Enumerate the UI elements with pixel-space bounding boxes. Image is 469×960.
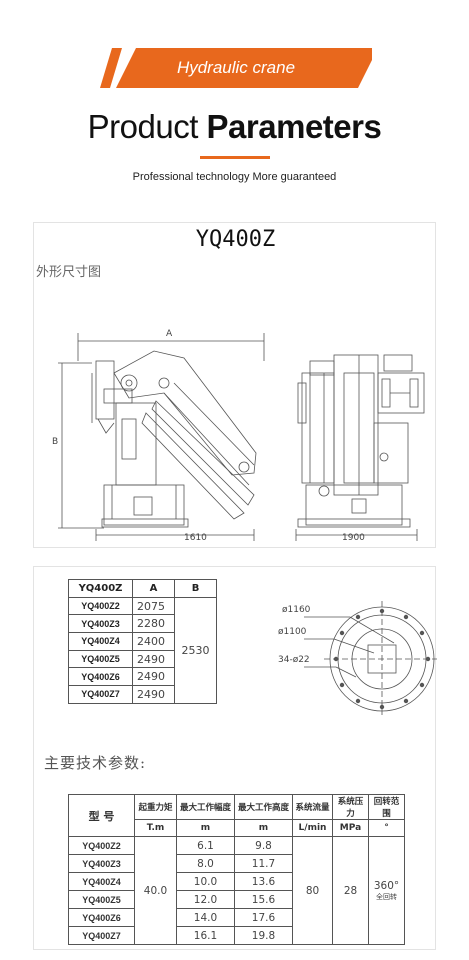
header-banner: Hydraulic crane: [100, 48, 372, 88]
specs-table: 型 号 起重力矩 最大工作幅度 最大工作高度 系统流量 系统压力 回转范围 T.…: [68, 794, 405, 945]
table-row: YQ400Z5 2490: [68, 649, 217, 669]
unit-height: m: [234, 819, 293, 837]
dim-1610-label: 1610: [184, 533, 207, 543]
specs-header-pressure: 系统压力: [332, 794, 369, 820]
outline-section-label: 外形尺寸图: [36, 265, 102, 280]
unit-moment: T.m: [134, 819, 177, 837]
model-title: YQ400Z: [195, 227, 276, 252]
title-underline: [200, 156, 270, 159]
unit-slew: °: [368, 819, 405, 837]
specs-height: 13.6: [234, 872, 293, 891]
table-row: YQ400Z6 14.0 17.6: [68, 908, 405, 927]
specs-header-moment: 起重力矩: [134, 794, 177, 820]
unit-flow: L/min: [292, 819, 333, 837]
table-row: YQ400Z3 2280: [68, 614, 217, 634]
specs-slew: 360°: [373, 879, 400, 892]
specs-height: 15.6: [234, 890, 293, 909]
specs-slew-note: 全回转: [376, 892, 397, 901]
specs-moment: 40.0: [134, 836, 177, 945]
table-row: YQ400Z7 2490: [68, 685, 217, 704]
parameters-panel: YQ400Z A B YQ400Z2 2075 2530 YQ400Z3 228…: [33, 566, 437, 950]
specs-radius: 8.0: [176, 854, 235, 873]
specs-height: 19.8: [234, 926, 293, 945]
table-row: YQ400Z5 12.0 15.6: [68, 890, 405, 909]
specs-radius: 10.0: [176, 872, 235, 891]
subtitle: Professional technology More guaranteed: [132, 171, 337, 183]
base-inner-diameter: ø1100: [278, 627, 307, 637]
dim-1900-label: 1900: [342, 533, 365, 543]
table-row: YQ400Z6 2490: [68, 667, 217, 687]
specs-header-model: 型 号: [68, 794, 135, 837]
dims-a-value: 2280: [132, 614, 175, 634]
outline-drawing-panel: YQ400Z 外形尺寸图: [33, 222, 436, 548]
table-row: YQ400Z2 40.0 6.1 9.8 80 28 360° 全回转: [68, 836, 405, 945]
specs-pressure: 28: [332, 836, 369, 945]
specs-model: YQ400Z5: [68, 890, 135, 909]
specs-header-flow: 系统流量: [292, 794, 333, 820]
specs-header-height: 最大工作高度: [234, 794, 293, 820]
dims-model: YQ400Z7: [68, 685, 133, 704]
table-row: YQ400Z4 2400: [68, 632, 217, 651]
dimensions-table: YQ400Z A B YQ400Z2 2075 2530 YQ400Z3 228…: [68, 579, 217, 704]
specs-height: 11.7: [234, 854, 293, 873]
specs-model: YQ400Z6: [68, 908, 135, 927]
specs-header-radius: 最大工作幅度: [176, 794, 235, 820]
specs-height: 9.8: [234, 836, 293, 855]
dims-a-value: 2490: [132, 685, 175, 704]
dims-a-value: 2490: [132, 649, 175, 669]
unit-radius: m: [176, 819, 235, 837]
specs-flow: 80: [292, 836, 333, 945]
dims-a-value: 2400: [132, 632, 175, 651]
page-title: Product Parameters: [0, 108, 469, 146]
specs-model: YQ400Z7: [68, 926, 135, 945]
specs-section-title: 主要技术参数:: [44, 754, 147, 772]
specs-height: 17.6: [234, 908, 293, 927]
specs-radius: 16.1: [176, 926, 235, 945]
specs-radius: 14.0: [176, 908, 235, 927]
banner-shape: [100, 48, 372, 88]
specs-radius: 6.1: [176, 836, 235, 855]
specs-radius: 12.0: [176, 890, 235, 909]
dims-b-value: 2530: [174, 596, 217, 704]
specs-model: YQ400Z3: [68, 854, 135, 873]
dim-a-label: A: [166, 329, 173, 339]
table-row: YQ400Z7 16.1 19.8: [68, 926, 405, 945]
banner-label: Hydraulic crane: [176, 58, 296, 77]
dim-b-label: B: [52, 437, 59, 447]
table-row: YQ400Z2 2075 2530: [68, 596, 217, 704]
unit-pressure: MPa: [332, 819, 369, 837]
crane-drawing: [58, 333, 425, 541]
table-row: YQ400Z4 10.0 13.6: [68, 872, 405, 891]
dims-a-value: 2075: [132, 596, 175, 616]
base-ring-drawing: [304, 601, 437, 717]
specs-slew-cell: 360° 全回转: [368, 836, 405, 945]
title-bold: Parameters: [206, 108, 382, 145]
specs-header-slew: 回转范围: [368, 794, 405, 820]
specs-model: YQ400Z2: [68, 836, 135, 855]
base-holes: 34-ø22: [278, 655, 310, 665]
title-light: Product: [87, 108, 207, 145]
dims-a-value: 2490: [132, 667, 175, 687]
specs-model: YQ400Z4: [68, 872, 135, 891]
base-outer-diameter: ø1160: [282, 605, 311, 615]
